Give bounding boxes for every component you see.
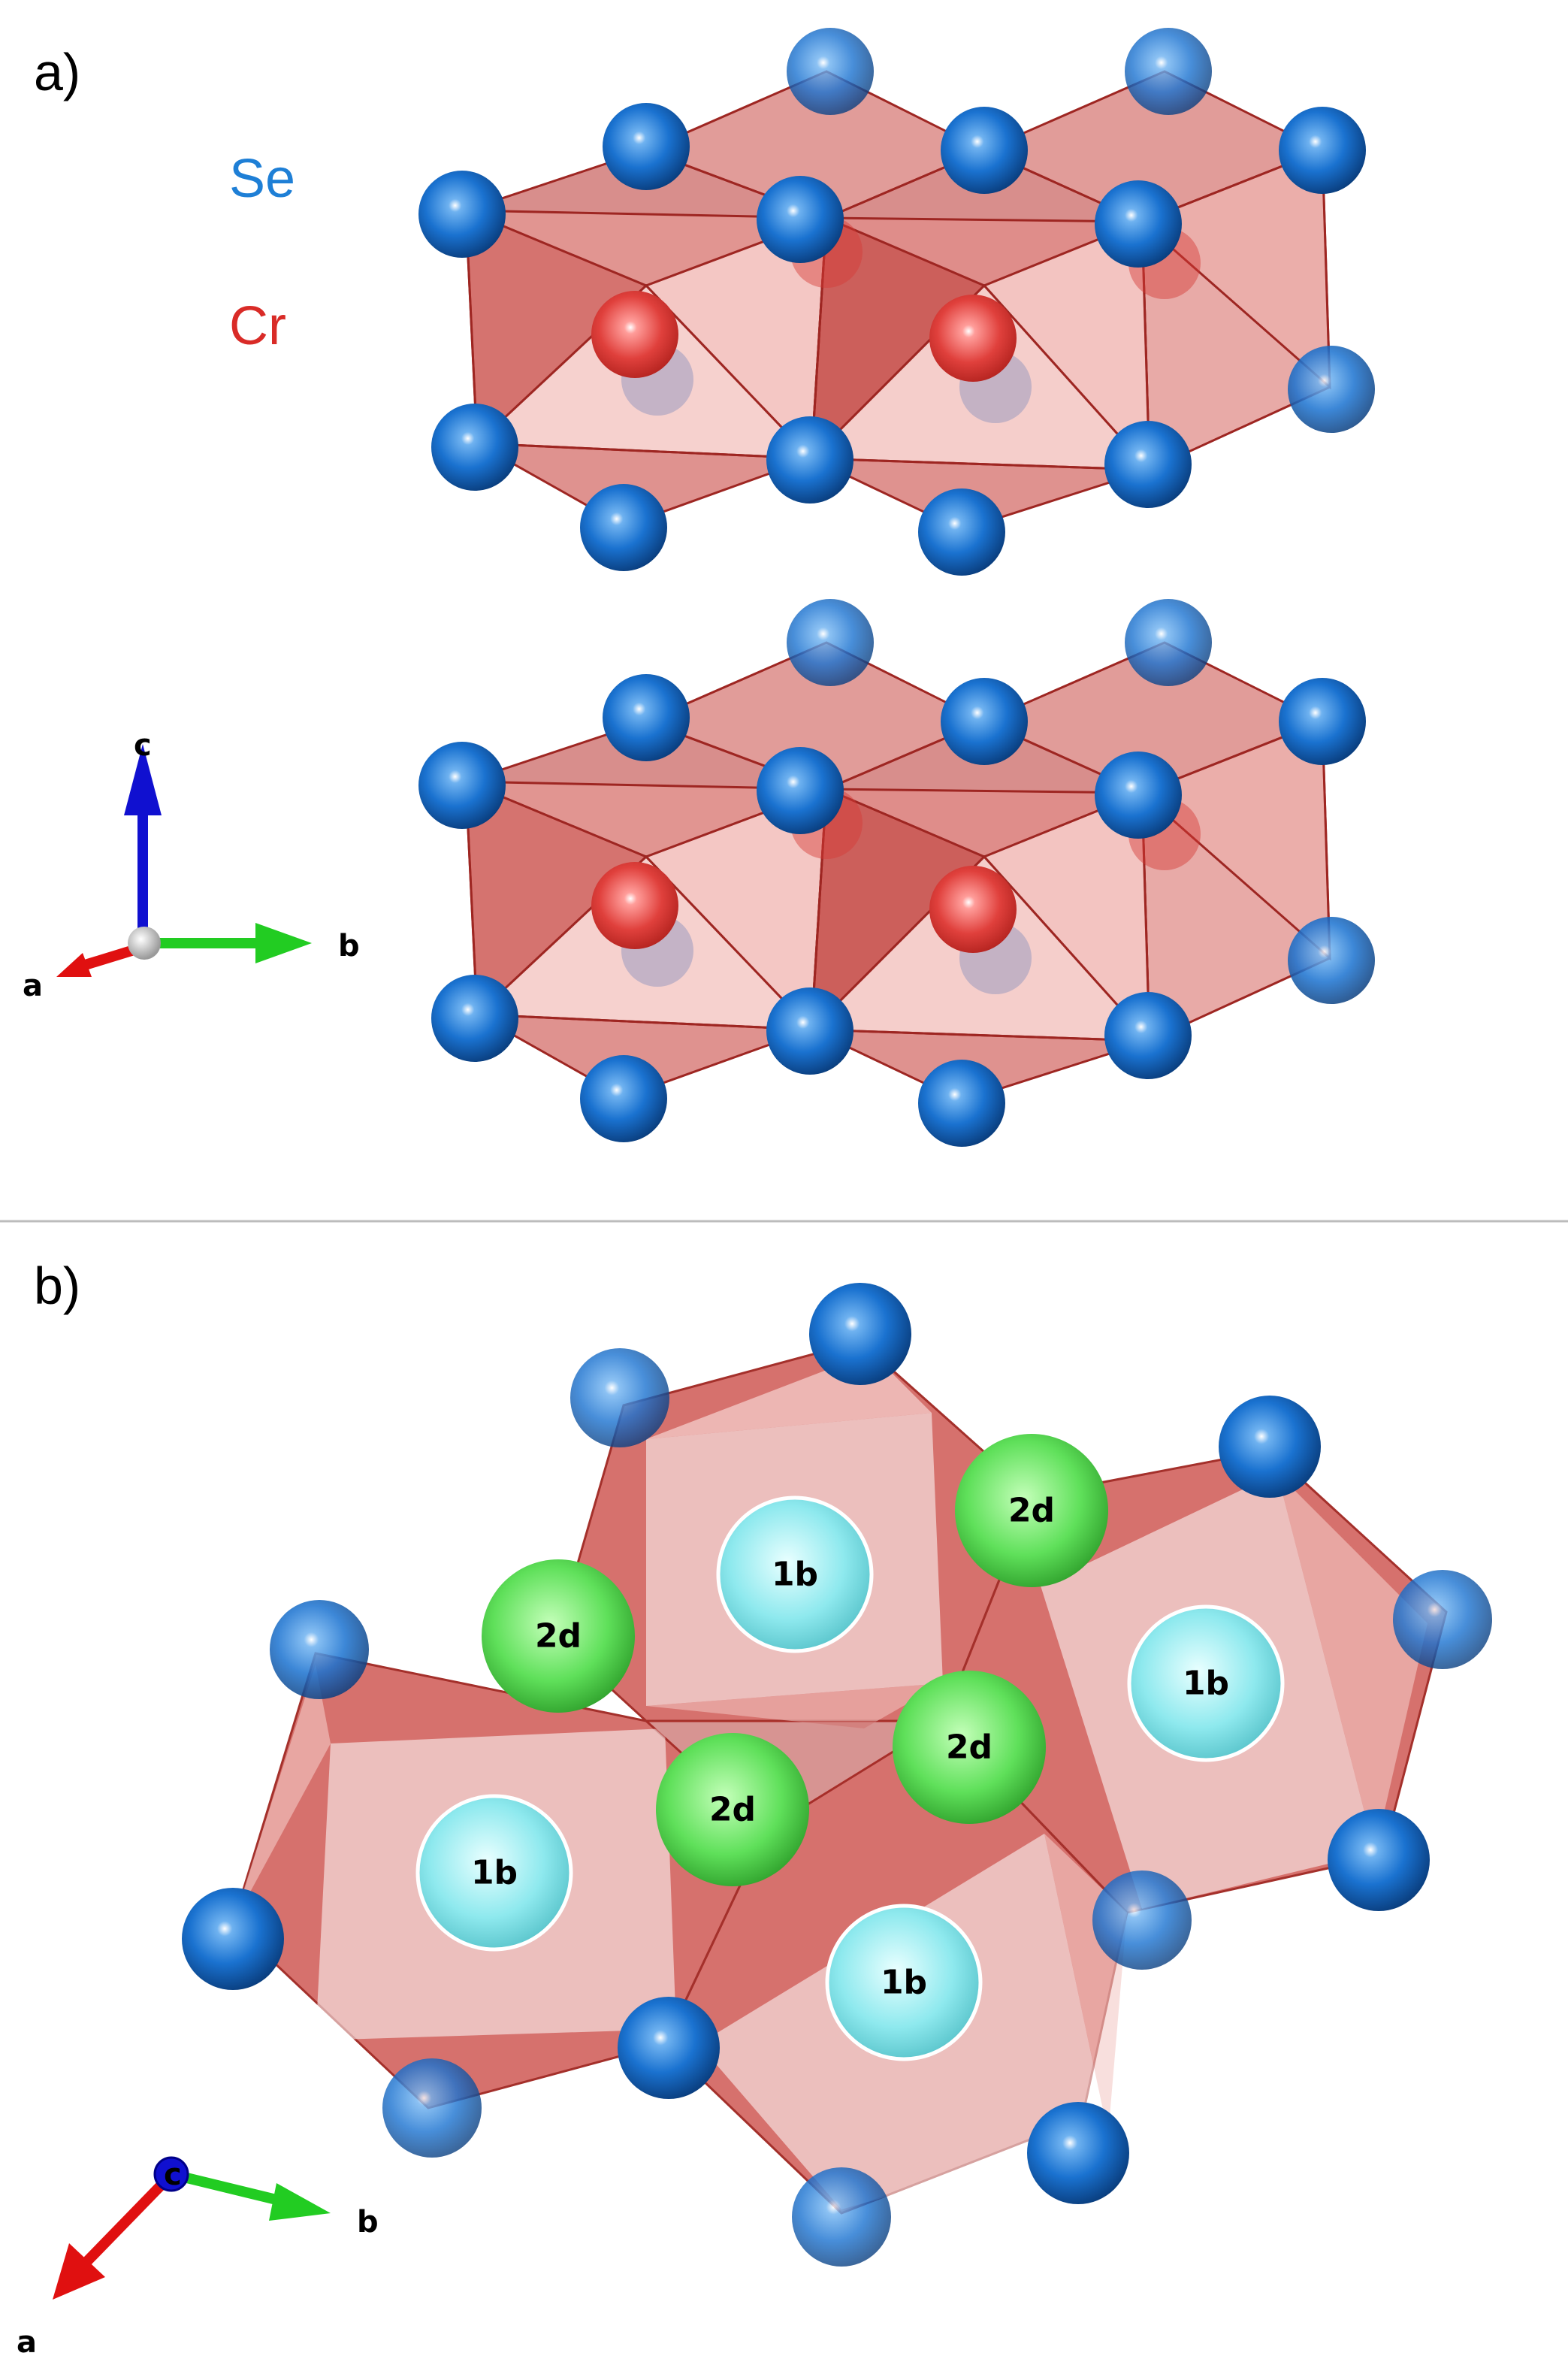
b-axis-arrowhead-b <box>269 2183 331 2221</box>
site-2d-label: 2d <box>1008 1492 1055 1530</box>
b-axis-label-b: b <box>357 2205 379 2239</box>
sites-2d: 2d 2d 2d 2d <box>482 1434 1108 1886</box>
sites-1b: 1b 1b 1b 1b <box>415 1495 1285 2061</box>
upper-crse-layer <box>417 26 1376 577</box>
panel-a-label: a) <box>34 43 80 101</box>
a-axis-label-b: a <box>17 2325 37 2360</box>
a-axis-arrow-b <box>82 2176 171 2266</box>
site-1b-right: 1b <box>1127 1604 1285 1762</box>
legend: Se Cr <box>229 149 295 356</box>
site-1b-label: 1b <box>1183 1665 1229 1703</box>
b-axis-arrowhead <box>255 923 312 963</box>
panel-b: b) <box>17 1257 1492 2360</box>
b-axis-arrow-b <box>170 2169 287 2207</box>
axis-triad-a: c b a <box>23 728 360 1003</box>
a-axis-arrowhead-b <box>53 2243 105 2300</box>
c-axis-label-b: c <box>164 2158 182 2192</box>
b-axis-label: b <box>338 929 360 963</box>
panel-b-label: b) <box>34 1257 80 1315</box>
site-1b-bottom: 1b <box>825 1904 983 2061</box>
site-1b-left: 1b <box>415 1794 573 1952</box>
site-1b-label: 1b <box>471 1854 518 1892</box>
c-axis-arrowhead <box>124 744 162 815</box>
site-2d-label: 2d <box>946 1728 992 1767</box>
site-2d-center: 2d <box>656 1733 809 1886</box>
se-atoms-b <box>182 1283 1492 2267</box>
c-axis-label: c <box>134 728 152 763</box>
a-axis-arrow <box>80 943 141 971</box>
site-2d-middle-right: 2d <box>893 1671 1046 1824</box>
site-1b-label: 1b <box>881 1964 927 2002</box>
site-2d-top-right: 2d <box>955 1434 1108 1587</box>
site-2d-label: 2d <box>535 1617 582 1656</box>
site-2d-label: 2d <box>709 1791 756 1829</box>
axis-triad-b: c b a <box>17 2156 379 2360</box>
site-1b-top: 1b <box>716 1495 874 1653</box>
a-axis-label: a <box>23 969 43 1003</box>
site-1b-label: 1b <box>772 1556 818 1594</box>
axis-origin <box>128 927 161 960</box>
legend-se-label: Se <box>229 149 295 209</box>
legend-cr-label: Cr <box>229 296 286 356</box>
site-2d-left: 2d <box>482 1559 635 1713</box>
a-axis-arrowhead <box>56 953 92 977</box>
c-axis-out-of-plane <box>153 2156 189 2192</box>
panel-a: a) Se Cr c b a <box>23 26 1376 1148</box>
lower-crse-layer <box>417 597 1376 1148</box>
